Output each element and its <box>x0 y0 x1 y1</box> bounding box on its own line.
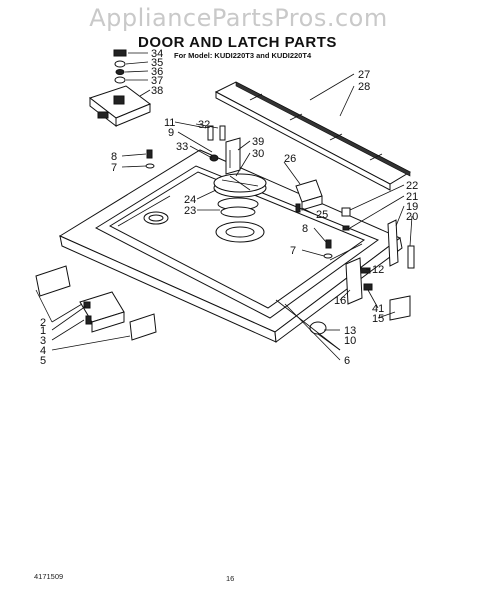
callout-19: 19 <box>406 201 418 213</box>
page-number: 16 <box>226 574 235 583</box>
top-trim-channel <box>214 81 412 191</box>
callout-labels: 34 35 36 37 38 27 28 11 32 9 33 39 30 8 … <box>40 48 418 367</box>
callout-33: 33 <box>176 141 188 153</box>
callout-4: 4 <box>40 345 46 357</box>
callout-6: 6 <box>344 355 350 367</box>
callout-38: 38 <box>151 85 163 97</box>
lower-right-parts <box>309 257 411 335</box>
callout-25: 25 <box>316 209 328 221</box>
left-screws <box>145 149 155 169</box>
callout-24: 24 <box>184 194 196 206</box>
callout-9: 9 <box>168 127 174 139</box>
callout-11: 11 <box>164 117 175 129</box>
callout-41: 41 <box>372 303 384 315</box>
callout-5: 5 <box>40 355 46 367</box>
leader-lines <box>35 52 413 361</box>
callout-15: 15 <box>372 313 384 325</box>
callout-20: 20 <box>406 211 418 223</box>
callout-22: 22 <box>406 180 418 192</box>
callout-32: 32 <box>198 119 210 131</box>
diagram-title: DOOR AND LATCH PARTS <box>138 34 337 51</box>
callout-1: 1 <box>40 325 46 337</box>
callout-3: 3 <box>40 335 46 347</box>
right-hardware <box>323 207 415 274</box>
callout-10: 10 <box>344 335 356 347</box>
callout-30: 30 <box>252 148 264 160</box>
callout-8-right: 8 <box>302 223 308 235</box>
callout-12: 12 <box>372 264 384 276</box>
callout-13: 13 <box>344 325 356 337</box>
callout-37: 37 <box>151 75 163 87</box>
watermark: AppliancePartsPros.com <box>89 4 388 32</box>
callout-34: 34 <box>151 48 163 60</box>
callout-36: 36 <box>151 66 163 78</box>
callout-7-left: 7 <box>111 162 117 174</box>
dispenser-assembly <box>213 173 267 218</box>
callout-8-left: 8 <box>111 151 117 163</box>
dispenser-openings <box>143 211 265 243</box>
callout-2: 2 <box>40 317 46 329</box>
callout-26: 26 <box>284 153 296 165</box>
diagram-subtitle: For Model: KUDI220T3 and KUDI220T4 <box>174 51 312 60</box>
callout-23: 23 <box>184 205 196 217</box>
callout-28: 28 <box>358 81 370 93</box>
latch-assembly <box>88 49 152 128</box>
callout-27: 27 <box>358 69 370 81</box>
callout-21: 21 <box>406 191 418 203</box>
document-number: 4171509 <box>34 572 64 581</box>
lower-left-parts <box>35 265 157 341</box>
callout-35: 35 <box>151 57 163 69</box>
bracket-26 <box>295 179 323 213</box>
callout-16: 16 <box>334 295 346 307</box>
callout-7-right: 7 <box>290 245 296 257</box>
latch-small-parts <box>207 125 241 175</box>
callout-39: 39 <box>252 136 264 148</box>
